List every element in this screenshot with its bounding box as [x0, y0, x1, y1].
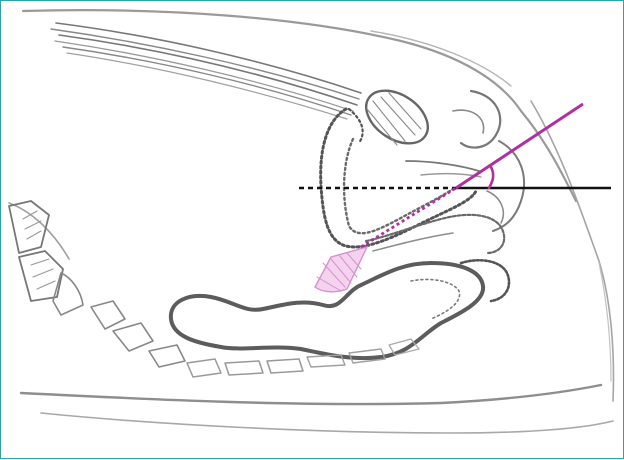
thigh-contour	[41, 413, 613, 433]
anterior-surface	[21, 385, 601, 404]
coccyx-8	[225, 361, 263, 375]
anal-canal	[461, 260, 509, 301]
vertebra-5	[113, 323, 153, 351]
vertebra-2	[19, 251, 63, 301]
body-outline	[9, 10, 613, 433]
coccyx-9	[267, 359, 303, 373]
posterior-surface-2	[599, 263, 611, 381]
vagina	[366, 215, 504, 253]
coccyx-7	[187, 359, 221, 377]
labia-inner	[453, 110, 484, 133]
anterior-structures	[453, 91, 524, 231]
rectum-inner	[411, 279, 460, 319]
vertebra-4	[91, 301, 125, 329]
posterior-surface	[531, 101, 613, 401]
pubic-bone	[357, 80, 438, 155]
bladder	[321, 109, 476, 247]
muscle-fibres	[51, 23, 361, 119]
vertebra-6	[149, 345, 185, 367]
bladder-inner-wall	[344, 139, 453, 233]
urethra	[406, 161, 481, 177]
angle-arc	[489, 167, 493, 188]
